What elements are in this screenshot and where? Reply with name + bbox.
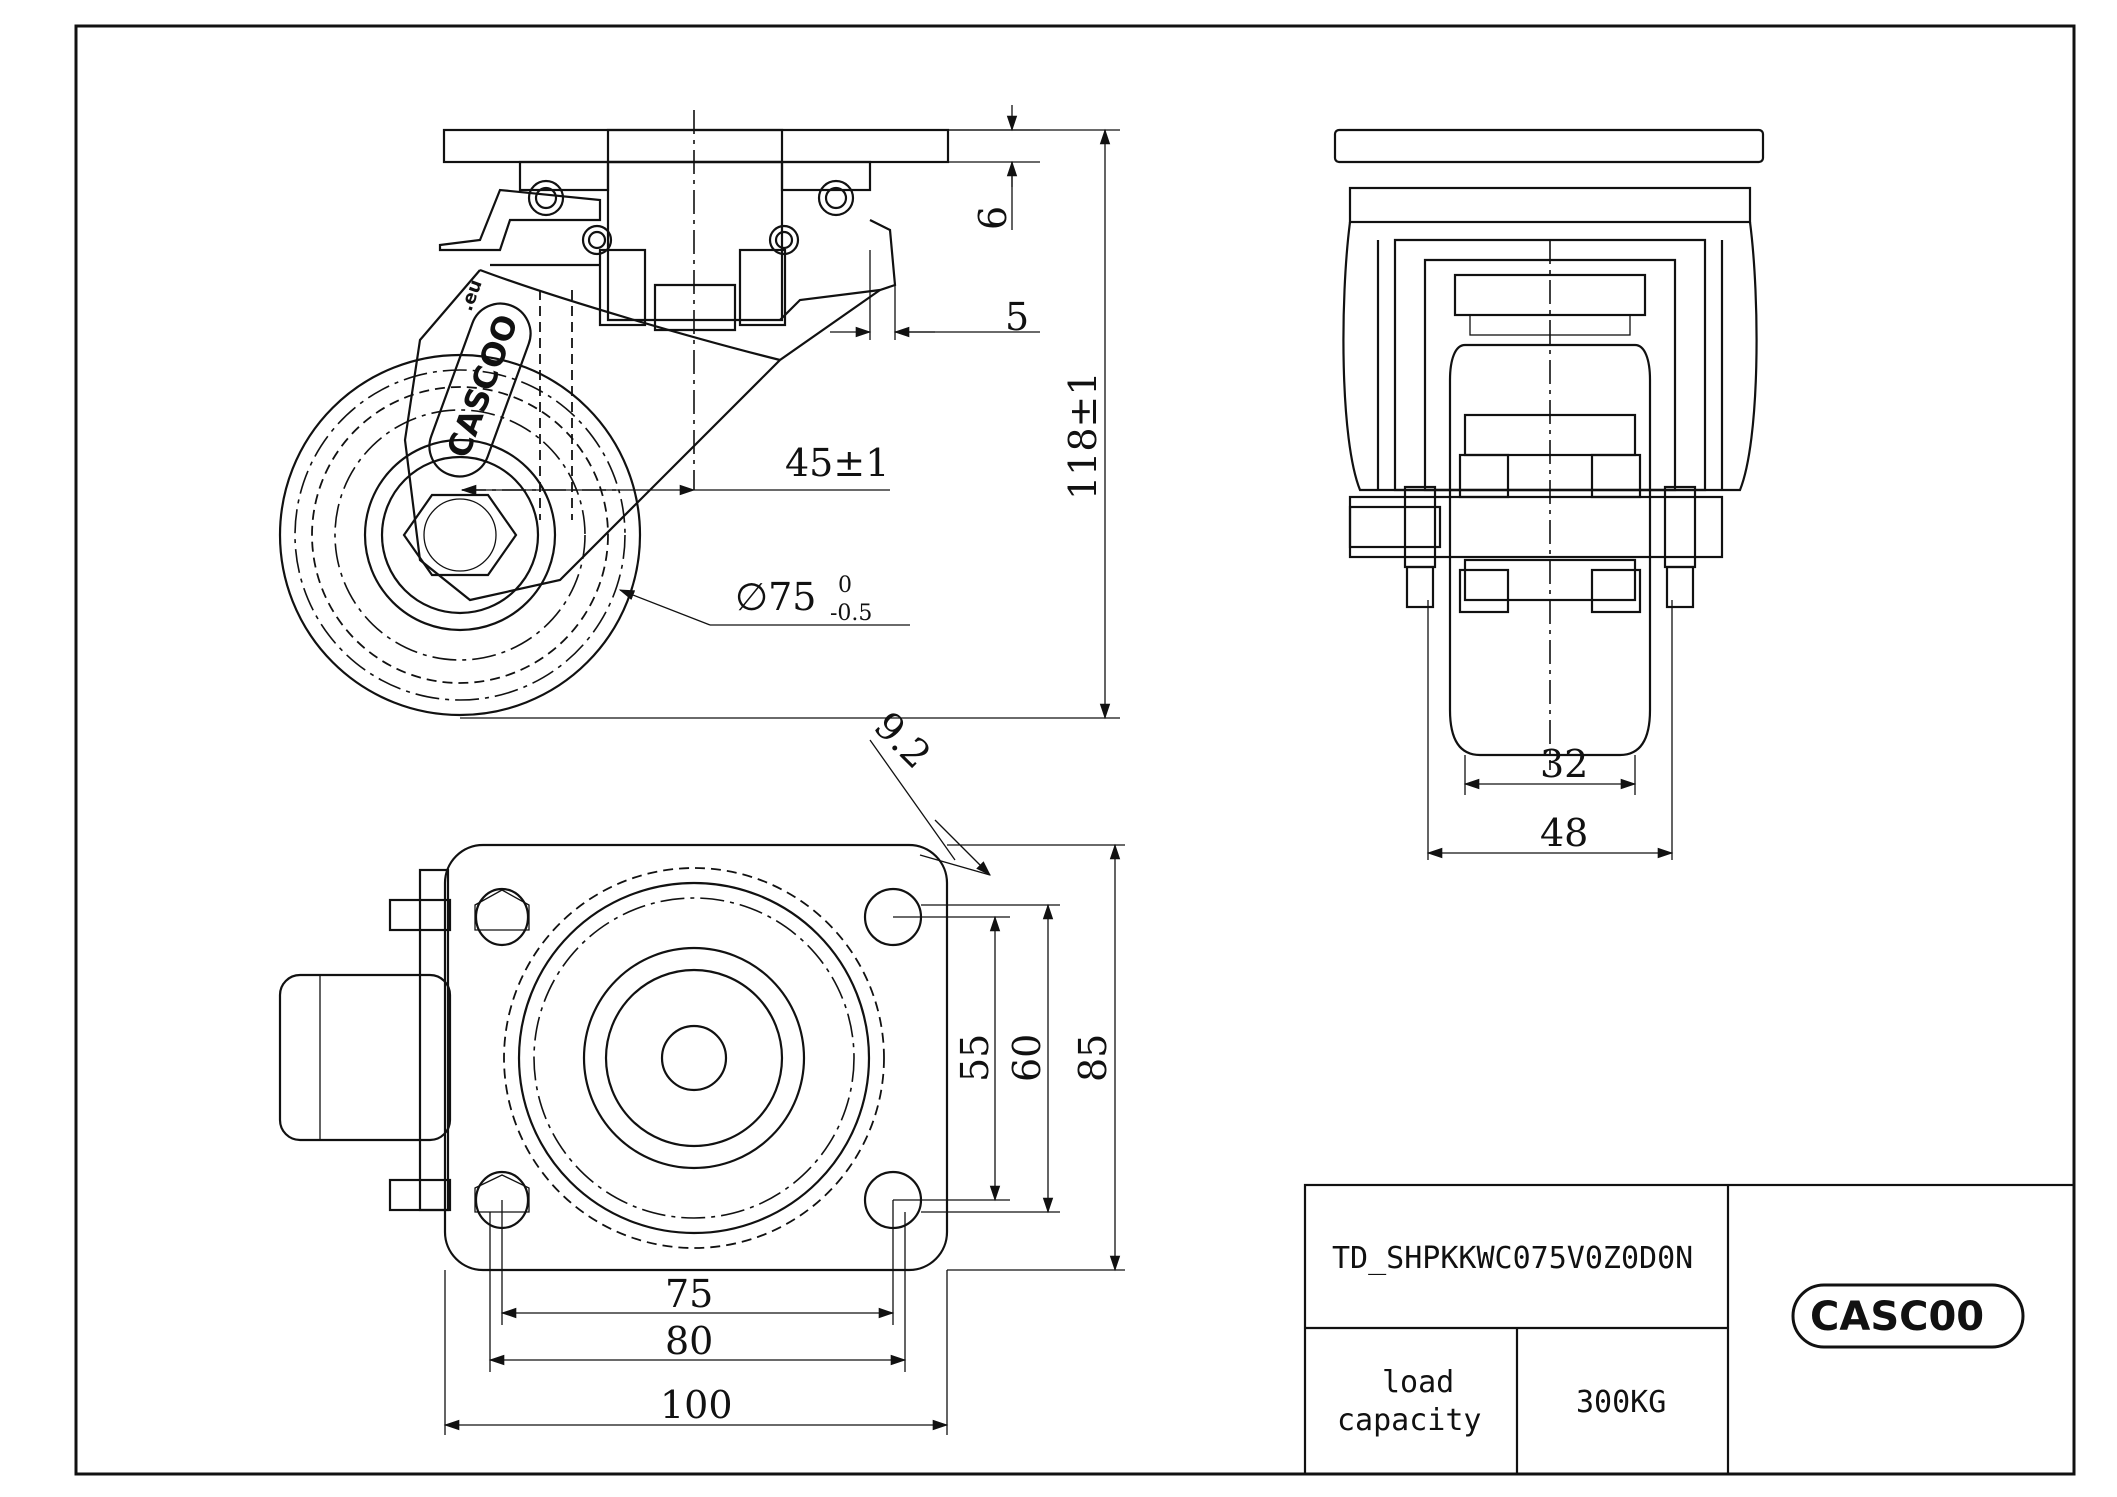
dim-wheel-width: 48 bbox=[1540, 811, 1588, 855]
dim-plate-gap: 6 bbox=[971, 206, 1015, 230]
dim-wheel-tol-upper: 0 bbox=[838, 573, 852, 598]
front-view: 32 48 bbox=[1333, 128, 1765, 860]
fork-logo: CASCOO .eu bbox=[428, 277, 532, 478]
top-view: 9.2 55 60 85 75 80 100 bbox=[278, 703, 1125, 1435]
dim-swivel-offset: 45±1 bbox=[785, 441, 889, 485]
part-number: TD_SHPKKWC075V0Z0D0N bbox=[1332, 1241, 1693, 1276]
load-value: 300KG bbox=[1576, 1385, 1666, 1420]
load-label-line2: capacity bbox=[1337, 1403, 1482, 1438]
dim-wheel-diameter: ∅75 bbox=[735, 575, 816, 619]
dim-offset: 5 bbox=[1005, 295, 1029, 339]
dim-plate-height: 85 bbox=[1071, 1034, 1115, 1082]
dim-hole-span-short-a: 55 bbox=[953, 1034, 997, 1082]
logo-text: CASC00 bbox=[1810, 1294, 1984, 1340]
dim-plate-width: 100 bbox=[660, 1383, 733, 1427]
casco-logo: CASC00 bbox=[1791, 1283, 2025, 1349]
dim-slot-width: 9.2 bbox=[866, 703, 940, 777]
dim-wheel-tol-lower: -0.5 bbox=[830, 601, 872, 626]
dim-tread-width: 32 bbox=[1540, 742, 1588, 786]
dim-hole-span-short-b: 60 bbox=[1005, 1034, 1049, 1082]
load-label-line1: load bbox=[1382, 1365, 1454, 1400]
title-block: TD_SHPKKWC075V0Z0D0N load capacity 300KG… bbox=[1303, 1183, 2076, 1476]
dim-hole-span-long-a: 75 bbox=[665, 1272, 713, 1316]
drawing-border bbox=[74, 24, 2076, 1476]
dim-overall-height: 118±1 bbox=[1061, 371, 1105, 500]
dim-hole-span-long-b: 80 bbox=[665, 1319, 713, 1363]
fork-logo-suffix: .eu bbox=[456, 277, 487, 314]
side-view: CASCOO .eu 6 5 45±1 bbox=[278, 105, 1120, 720]
